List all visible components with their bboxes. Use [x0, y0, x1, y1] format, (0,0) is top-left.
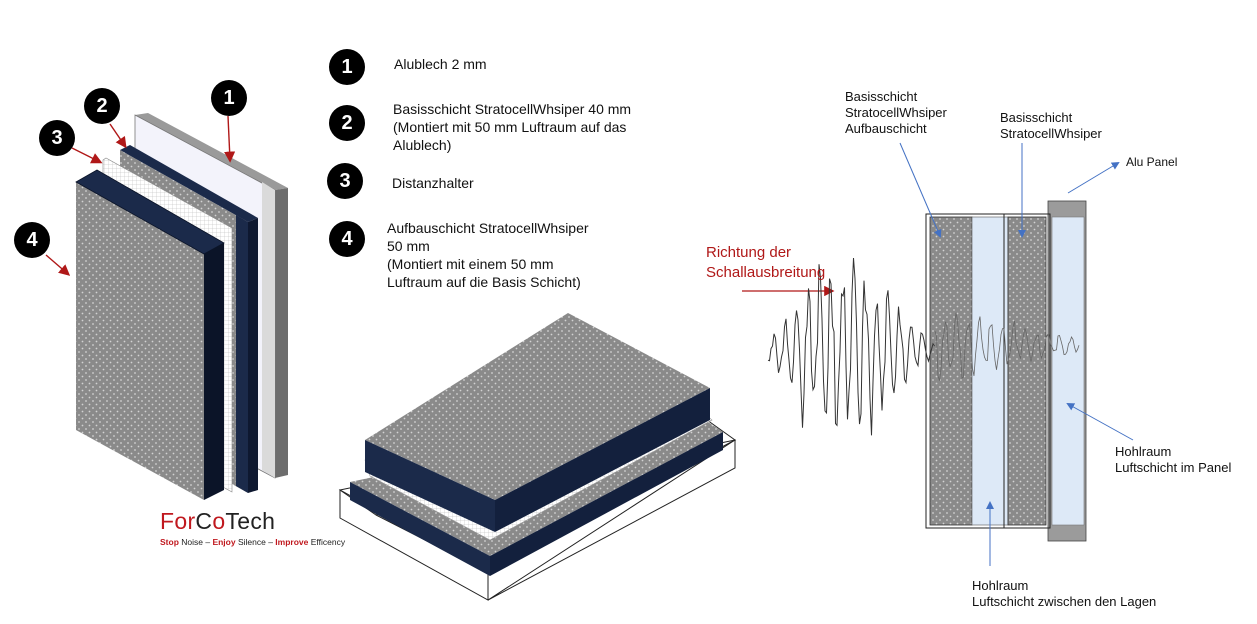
brand-part-for: For [160, 508, 196, 534]
callout-arrow-4 [45, 254, 71, 276]
flat-base-front [350, 482, 490, 576]
callout-badge-3: 3 [39, 120, 75, 156]
legend-text-4: Aufbauschicht StratocellWhsiper 50 mm (M… [387, 220, 589, 290]
label-buildup-layer: Basisschicht StratocellWhsiper Aufbausch… [845, 89, 947, 136]
flat-top-front [365, 440, 495, 532]
layer-buildup [75, 169, 225, 500]
tagline-efficency: Efficency [308, 537, 346, 547]
callout-badge-2: 2 [84, 88, 120, 124]
tagline-stop: Stop [160, 537, 179, 547]
pointer-alu-panel [1067, 161, 1120, 194]
section-base-layer [1007, 216, 1047, 526]
brand-logo: ForCoTech [160, 508, 275, 535]
section-buildup-layer [929, 216, 973, 526]
flat-base-side [490, 432, 723, 576]
flat-top-side [495, 388, 710, 532]
label-cavity-panel: Hohlraum Luftschicht im Panel [1115, 444, 1232, 475]
legend-text-1: Alublech 2 mm [394, 56, 487, 72]
legend-text-2: Basisschicht StratocellWhsiper 40 mm (Mo… [393, 101, 632, 153]
pointer-cavity-panel [1066, 403, 1134, 441]
legend-badge-3: 3 [327, 163, 363, 199]
label-alu-panel: Alu Panel [1126, 155, 1178, 169]
flat-stack-view [338, 313, 737, 601]
legend-badge-2: 2 [329, 105, 365, 141]
flat-top-face [365, 313, 710, 500]
tagline-improve: Improve [275, 537, 309, 547]
section-view [742, 142, 1134, 566]
exploded-view [45, 113, 288, 500]
waveform-main [767, 257, 935, 436]
section-frame [925, 213, 1051, 529]
brand-part-c: C [195, 508, 213, 534]
sound-waveform [767, 257, 1080, 436]
tagline-noise: Noise – [178, 537, 213, 547]
callout-arrow-2 [109, 123, 127, 149]
callout-arrow-1 [224, 115, 236, 163]
section-air-gap-layers [971, 216, 1009, 526]
callout-badge-1: 1 [211, 80, 247, 116]
legend-text-3: Distanzhalter [392, 175, 474, 191]
legend-badge-1: 1 [329, 49, 365, 85]
label-cavity-layers: Hohlraum Luftschicht zwischen den Lagen [972, 578, 1157, 609]
tagline-enjoy: Enjoy [212, 537, 236, 547]
label-base-layer: Basisschicht StratocellWhsiper [1000, 110, 1102, 141]
callout-badge-4: 4 [14, 222, 50, 258]
pointer-buildup [899, 142, 942, 238]
brand-part-o: o [212, 508, 226, 534]
legend-badge-4: 4 [329, 221, 365, 257]
tagline-silence: Silence – [235, 537, 276, 547]
brand-part-tech: Tech [225, 508, 276, 534]
section-air-cavity-panel [1051, 216, 1085, 526]
callout-arrow-3 [71, 147, 103, 164]
brand-tagline: Stop Noise – Enjoy Silence – Improve Eff… [160, 537, 345, 547]
direction-label: Richtung der Schallausbreitung [706, 244, 826, 281]
waveform-attenuated [934, 312, 1080, 381]
